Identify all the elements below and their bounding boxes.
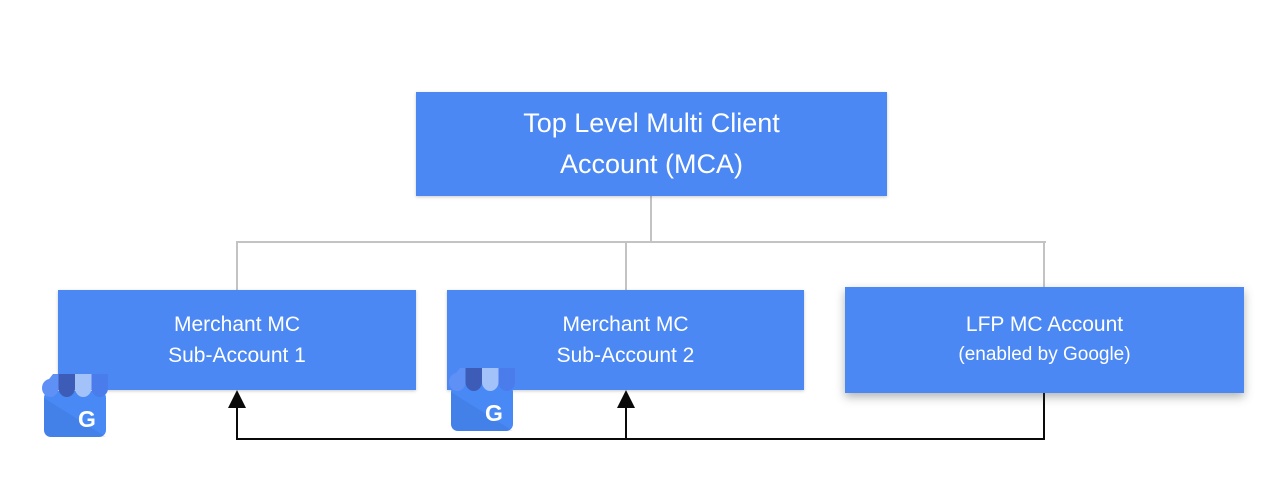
tree-line-drop-lfp: [1043, 242, 1045, 287]
sub2-node-label-line1: Merchant MC: [562, 313, 689, 336]
tree-line-horizontal: [236, 241, 1046, 243]
lfp-account-node: LFP MC Account (enabled by Google): [845, 287, 1244, 393]
google-my-business-icon: G: [449, 368, 515, 431]
mca-node-label-line2: Account (MCA): [559, 149, 744, 179]
lfp-node-label-line2: (enabled by Google): [958, 344, 1131, 365]
tree-line-drop-sub2: [625, 242, 627, 290]
sub1-node-label-line2: Sub-Account 1: [168, 344, 306, 367]
google-my-business-icon: G: [42, 374, 108, 437]
sub2-node-label-line2: Sub-Account 2: [556, 344, 695, 367]
mca-node-label-line1: Top Level Multi Client: [523, 108, 780, 138]
arrowhead-up-icon: [228, 390, 246, 408]
lfp-node-label-line1: LFP MC Account: [965, 313, 1124, 336]
gmb-g-letter: G: [78, 406, 96, 432]
arrow-line-up-sub1: [236, 406, 238, 440]
gmb-g-letter: G: [485, 400, 503, 426]
tree-line-mca-stem: [650, 196, 652, 242]
arrow-line-up-sub2: [625, 406, 627, 440]
mca-node: Top Level Multi Client Account (MCA): [416, 92, 887, 196]
tree-line-drop-sub1: [236, 242, 238, 290]
arrow-line-horizontal: [236, 438, 1045, 440]
arrow-line-lfp-stem: [1043, 393, 1045, 440]
merchant-sub-account-1-node: Merchant MC Sub-Account 1: [58, 290, 416, 390]
sub1-node-label-line1: Merchant MC: [173, 313, 301, 336]
arrowhead-up-icon: [617, 390, 635, 408]
